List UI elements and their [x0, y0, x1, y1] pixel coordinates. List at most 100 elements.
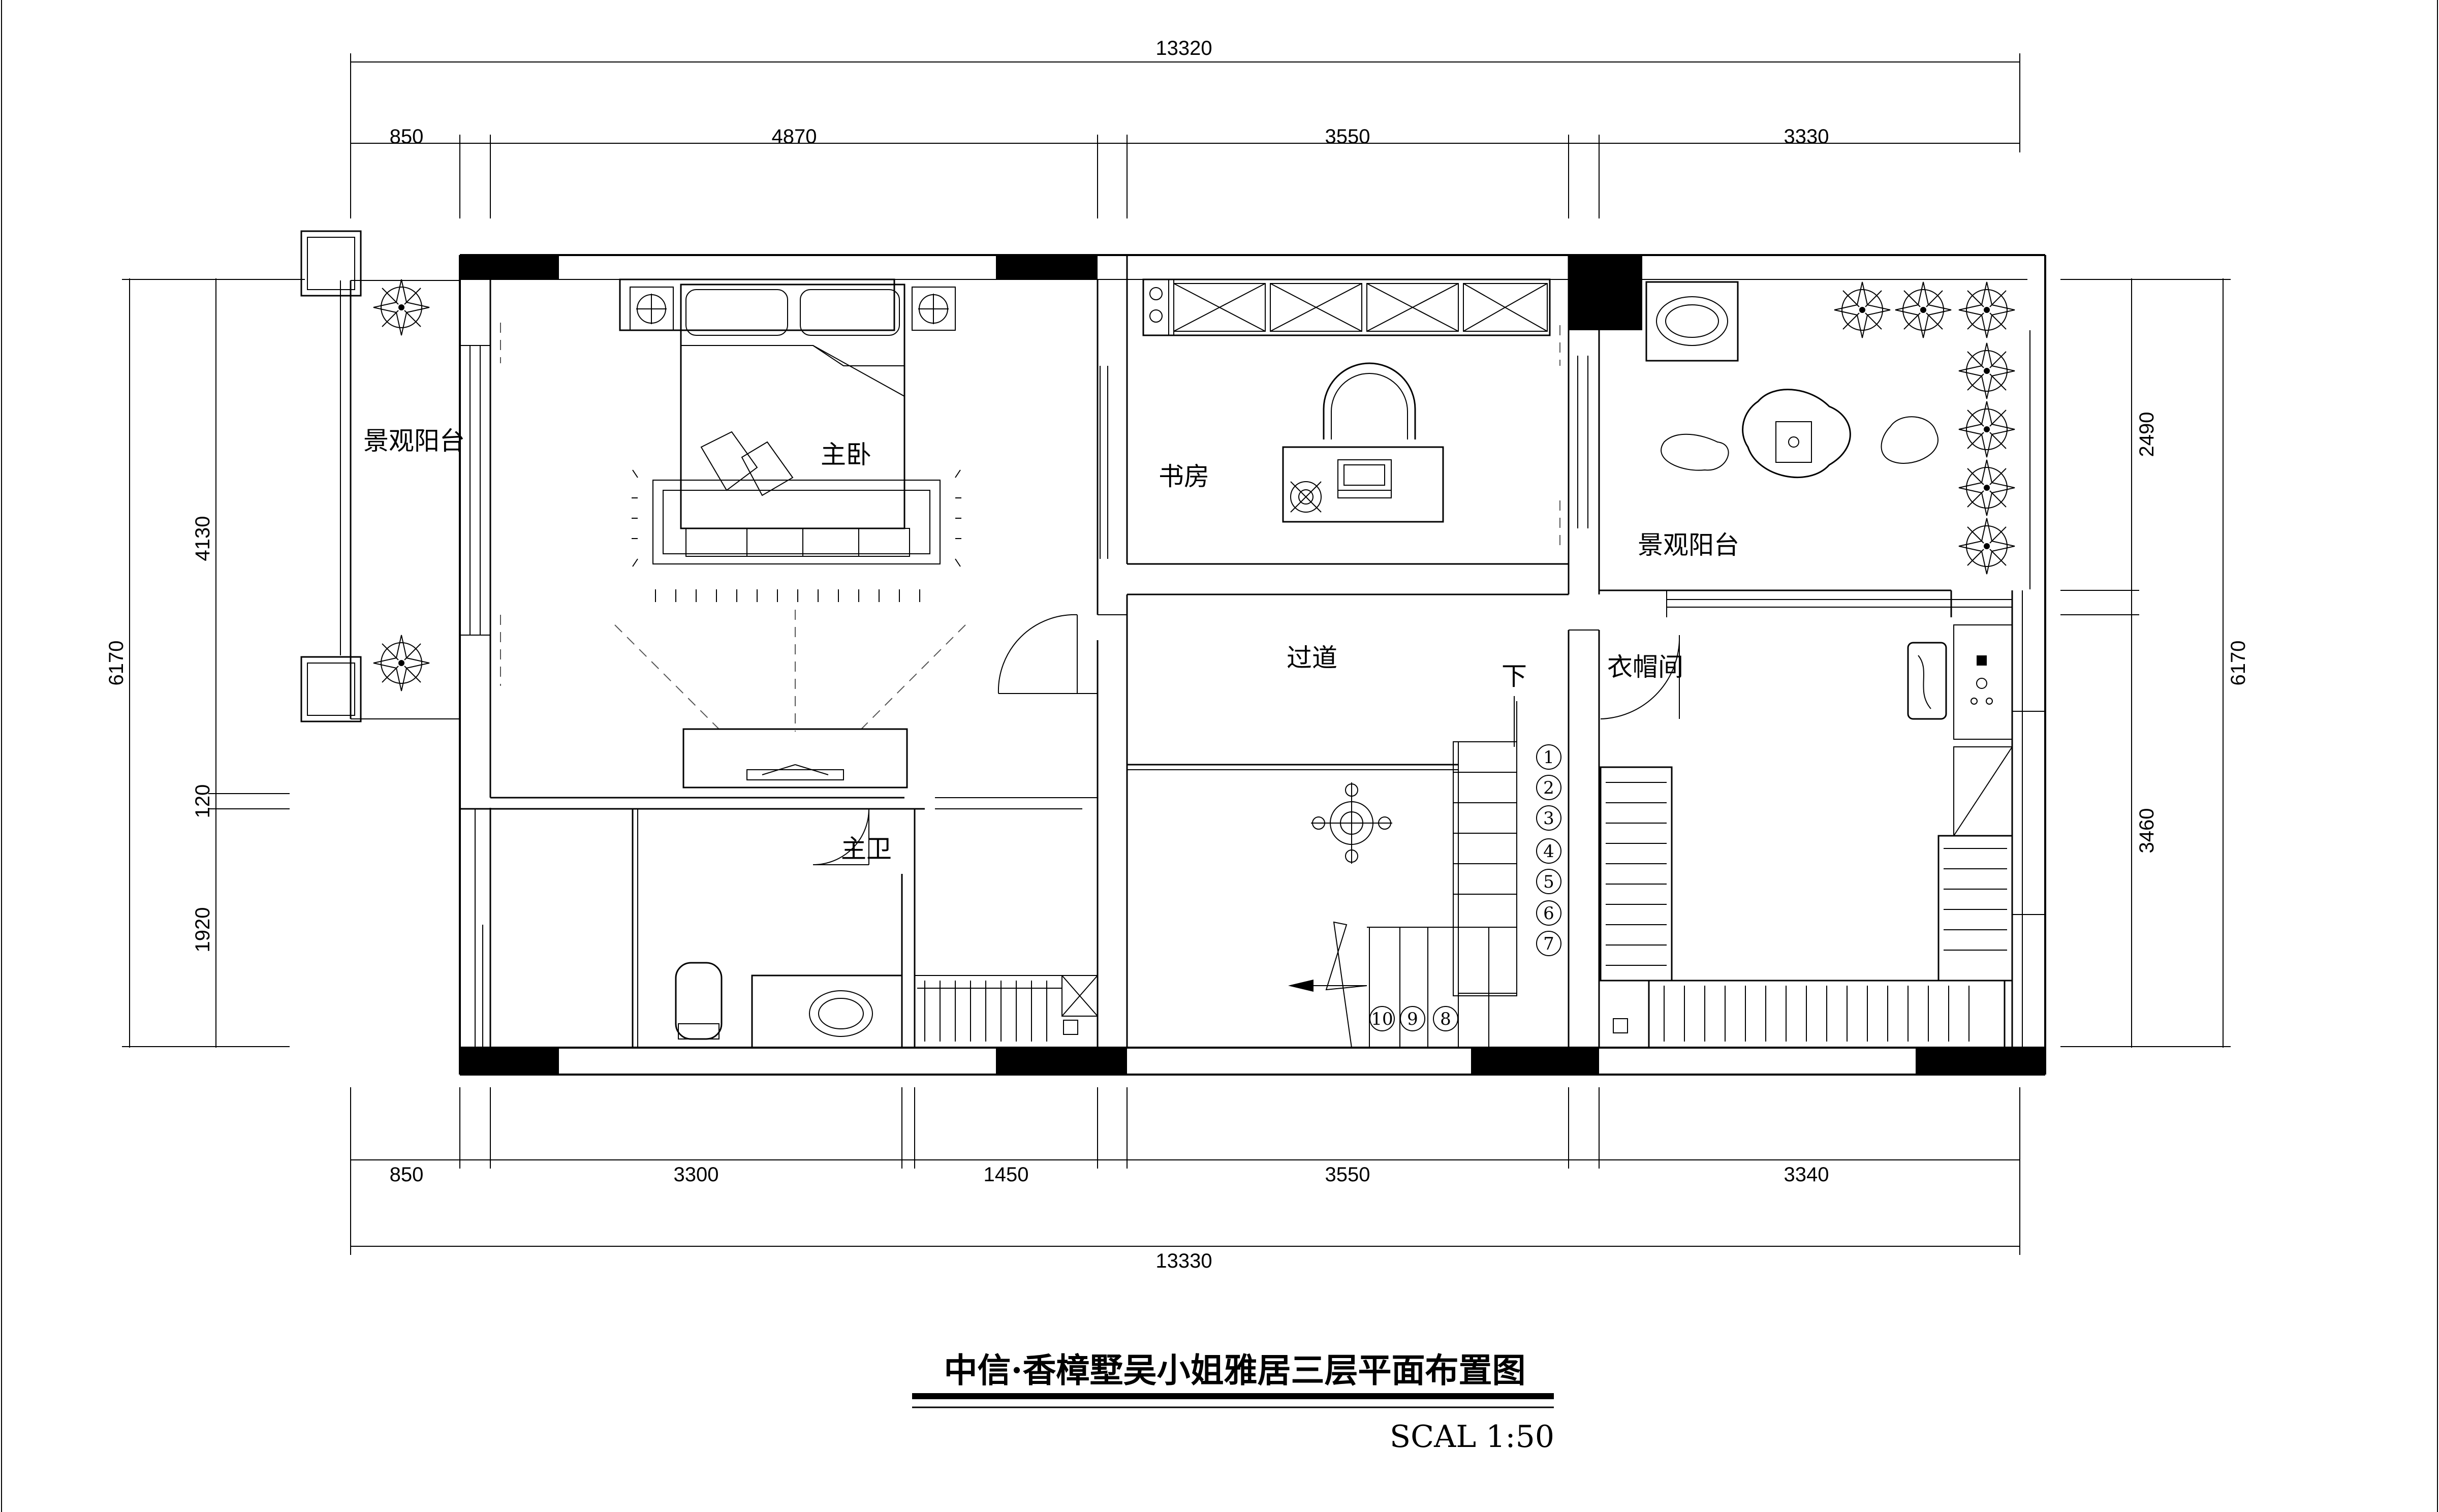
- cushion: [741, 441, 794, 496]
- stair-step-marker: [1536, 931, 1561, 956]
- stair-down-label: 下: [1502, 662, 1527, 691]
- cloakroom-fixtures: [1600, 624, 2013, 1049]
- walls: [459, 254, 2046, 1076]
- wardrobe-bottom: [1648, 980, 2006, 1049]
- dim-left-total: 6170: [105, 641, 128, 686]
- stair-step-marker: [1400, 1006, 1425, 1031]
- stair-step-number: 2: [1543, 778, 1554, 798]
- pillow: [800, 289, 900, 336]
- wardrobe-right: [1937, 835, 2013, 982]
- columns: [460, 255, 2045, 1075]
- sink-icon: [809, 990, 873, 1037]
- tv-icon: [746, 769, 844, 780]
- tv-cabinet-body: [682, 728, 908, 789]
- bed: [619, 278, 961, 602]
- drain-icon: [1613, 1018, 1628, 1033]
- stair-step-marker: [1369, 1006, 1395, 1031]
- dim-left-seg-2: 120: [192, 784, 214, 818]
- mirror-cabinet: [1907, 642, 1947, 720]
- bench: [685, 528, 910, 557]
- dim-top-seg-3: 3550: [1325, 125, 1370, 148]
- stair-step-marker: [1536, 838, 1561, 864]
- toilet-icon: [675, 962, 723, 1040]
- tv-cabinet: [614, 610, 966, 789]
- dim-right-seg-1: 2490: [2136, 412, 2158, 457]
- stair-step-marker: [1536, 869, 1561, 894]
- break-line: [1325, 921, 1367, 1048]
- study-furniture: [1142, 278, 1560, 551]
- stair-step-number: 1: [1543, 747, 1554, 768]
- room-label-master-bath: 主卫: [841, 834, 892, 864]
- room-label-balcony-right: 景观阳台: [1638, 530, 1739, 560]
- stair-step-number: 3: [1543, 808, 1554, 829]
- corridor: [1311, 782, 1392, 864]
- dim-bottom-seg-5: 3340: [1784, 1163, 1829, 1186]
- plant-icon: [1834, 281, 1891, 338]
- plant-icon: [1895, 281, 1952, 338]
- dim-top-seg-2: 4870: [772, 125, 817, 148]
- stair-step-number: 7: [1543, 934, 1554, 954]
- stair-step-number: 4: [1543, 841, 1554, 862]
- chair-icon: [1323, 362, 1416, 439]
- pillow: [685, 289, 788, 336]
- panel-switch: [1953, 624, 2013, 740]
- bookshelf: [1142, 278, 1551, 336]
- dim-top-seg-1: 850: [390, 125, 424, 148]
- room-label-master-bedroom: 主卧: [821, 440, 871, 469]
- nightstand-right: [912, 287, 956, 331]
- drawing-scale: SCAL 1:50: [1390, 1419, 1554, 1455]
- dim-bottom-seg-1: 850: [390, 1163, 424, 1186]
- dimension-top: 13320 850 4870 3550 3330: [350, 37, 2020, 218]
- stair-step-number: 8: [1440, 1009, 1451, 1029]
- vanity: [751, 974, 903, 1049]
- bedroom-door: [997, 614, 1098, 694]
- plant-icon: [1958, 401, 2015, 458]
- nightstand-row: [619, 278, 895, 331]
- stair-step-number: 5: [1543, 872, 1554, 892]
- plant-icon: [1958, 518, 2015, 575]
- stool: [1881, 416, 1938, 464]
- plant-icon: [1958, 342, 2015, 399]
- dim-bottom-seg-3: 1450: [984, 1163, 1029, 1186]
- plant-icon: [373, 279, 430, 336]
- planter-box-bottom: [300, 656, 362, 722]
- dimension-bottom: 850 3300 1450 3550 3340 13330: [350, 1087, 2020, 1272]
- dim-right-seg-2: 3460: [2136, 808, 2158, 854]
- stair-step-number: 6: [1543, 903, 1554, 924]
- dim-left-seg-1: 4130: [192, 516, 214, 561]
- bed-frame: [680, 284, 905, 529]
- nightstand-left: [630, 287, 674, 331]
- wardrobe-left: [1600, 766, 1673, 982]
- rug: [652, 480, 941, 564]
- stair-step-marker: [1536, 805, 1561, 831]
- plant-icon: [373, 635, 430, 691]
- desk-lamp-icon: [1290, 481, 1322, 513]
- stair-step-marker: [1536, 900, 1561, 926]
- room-label-study: 书房: [1159, 462, 1209, 491]
- stair-arrow-icon: [1288, 980, 1314, 992]
- laptop-icon: [1337, 459, 1392, 498]
- cushion: [700, 431, 758, 491]
- left-balcony: [300, 230, 460, 722]
- wash-basin: [1645, 281, 1739, 362]
- stair-step-marker: [1433, 1006, 1458, 1031]
- shoe-rack: [917, 975, 1098, 1042]
- planter-box-top: [300, 230, 362, 297]
- right-balcony: [1642, 254, 2045, 479]
- basin-icon: [1656, 296, 1728, 346]
- dim-left-seg-3: 1920: [192, 907, 214, 953]
- tea-table: [1742, 389, 1851, 479]
- dimension-left: 6170 4130 120 1920: [105, 278, 305, 1048]
- dim-right-total: 6170: [2227, 641, 2249, 686]
- dim-top-total: 13320: [1155, 37, 1212, 59]
- dim-bottom-seg-2: 3300: [674, 1163, 719, 1186]
- desk: [1282, 446, 1444, 523]
- bath-door-swing: [812, 808, 869, 865]
- stair-step-number: 10: [1371, 1009, 1393, 1029]
- dim-top-seg-4: 3330: [1784, 125, 1829, 148]
- dim-bottom-seg-4: 3550: [1325, 1163, 1370, 1186]
- room-label-corridor: 过道: [1287, 643, 1337, 673]
- drawing-title: 中信·香樟墅吴小姐雅居三层平面布置图: [944, 1350, 1526, 1390]
